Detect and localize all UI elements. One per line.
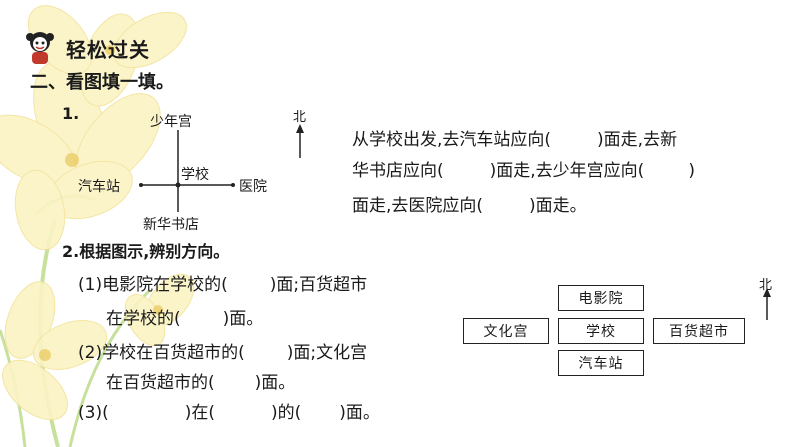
box-bus-station: 汽车站 (558, 350, 644, 376)
map-label-center: 学校 (181, 167, 209, 183)
q1-line-3: 面走,去医院应向()面走。 (352, 196, 587, 216)
section-subtitle: 二、看图填一填。 (30, 72, 174, 93)
q2-item-1-cont: 在学校的()面。 (106, 309, 264, 329)
section-title: 轻松过关 (66, 38, 150, 62)
q2-item-2: (2)学校在百货超市的()面;文化宫 (78, 343, 368, 363)
box-school: 学校 (558, 318, 644, 344)
box-cinema: 电影院 (558, 285, 644, 311)
box-culture-palace: 文化宫 (463, 318, 549, 344)
question-1-number: 1. (62, 104, 80, 123)
map-label-south: 新华书店 (143, 217, 199, 233)
compass-north-label-2: 北 (759, 278, 773, 293)
map-label-east: 医院 (239, 179, 267, 195)
q2-item-1: (1)电影院在学校的()面;百货超市 (78, 275, 368, 295)
q2-item-3: (3)()在()的()面。 (78, 403, 380, 423)
map-label-north: 少年宫 (150, 114, 192, 130)
q1-line-2: 华书店应向()面走,去少年宫应向() (352, 161, 695, 181)
question-2-title: 2.根据图示,辨别方向。 (62, 242, 230, 261)
box-supermarket: 百货超市 (653, 318, 745, 344)
compass-north-label: 北 (293, 110, 307, 125)
north-arrow-icon (763, 288, 771, 320)
map-label-west: 汽车站 (78, 179, 120, 195)
q1-line-1: 从学校出发,去汽车站应向()面走,去新 (352, 130, 678, 150)
q2-item-2-cont: 在百货超市的()面。 (106, 373, 296, 393)
mascot-icon (26, 32, 54, 64)
